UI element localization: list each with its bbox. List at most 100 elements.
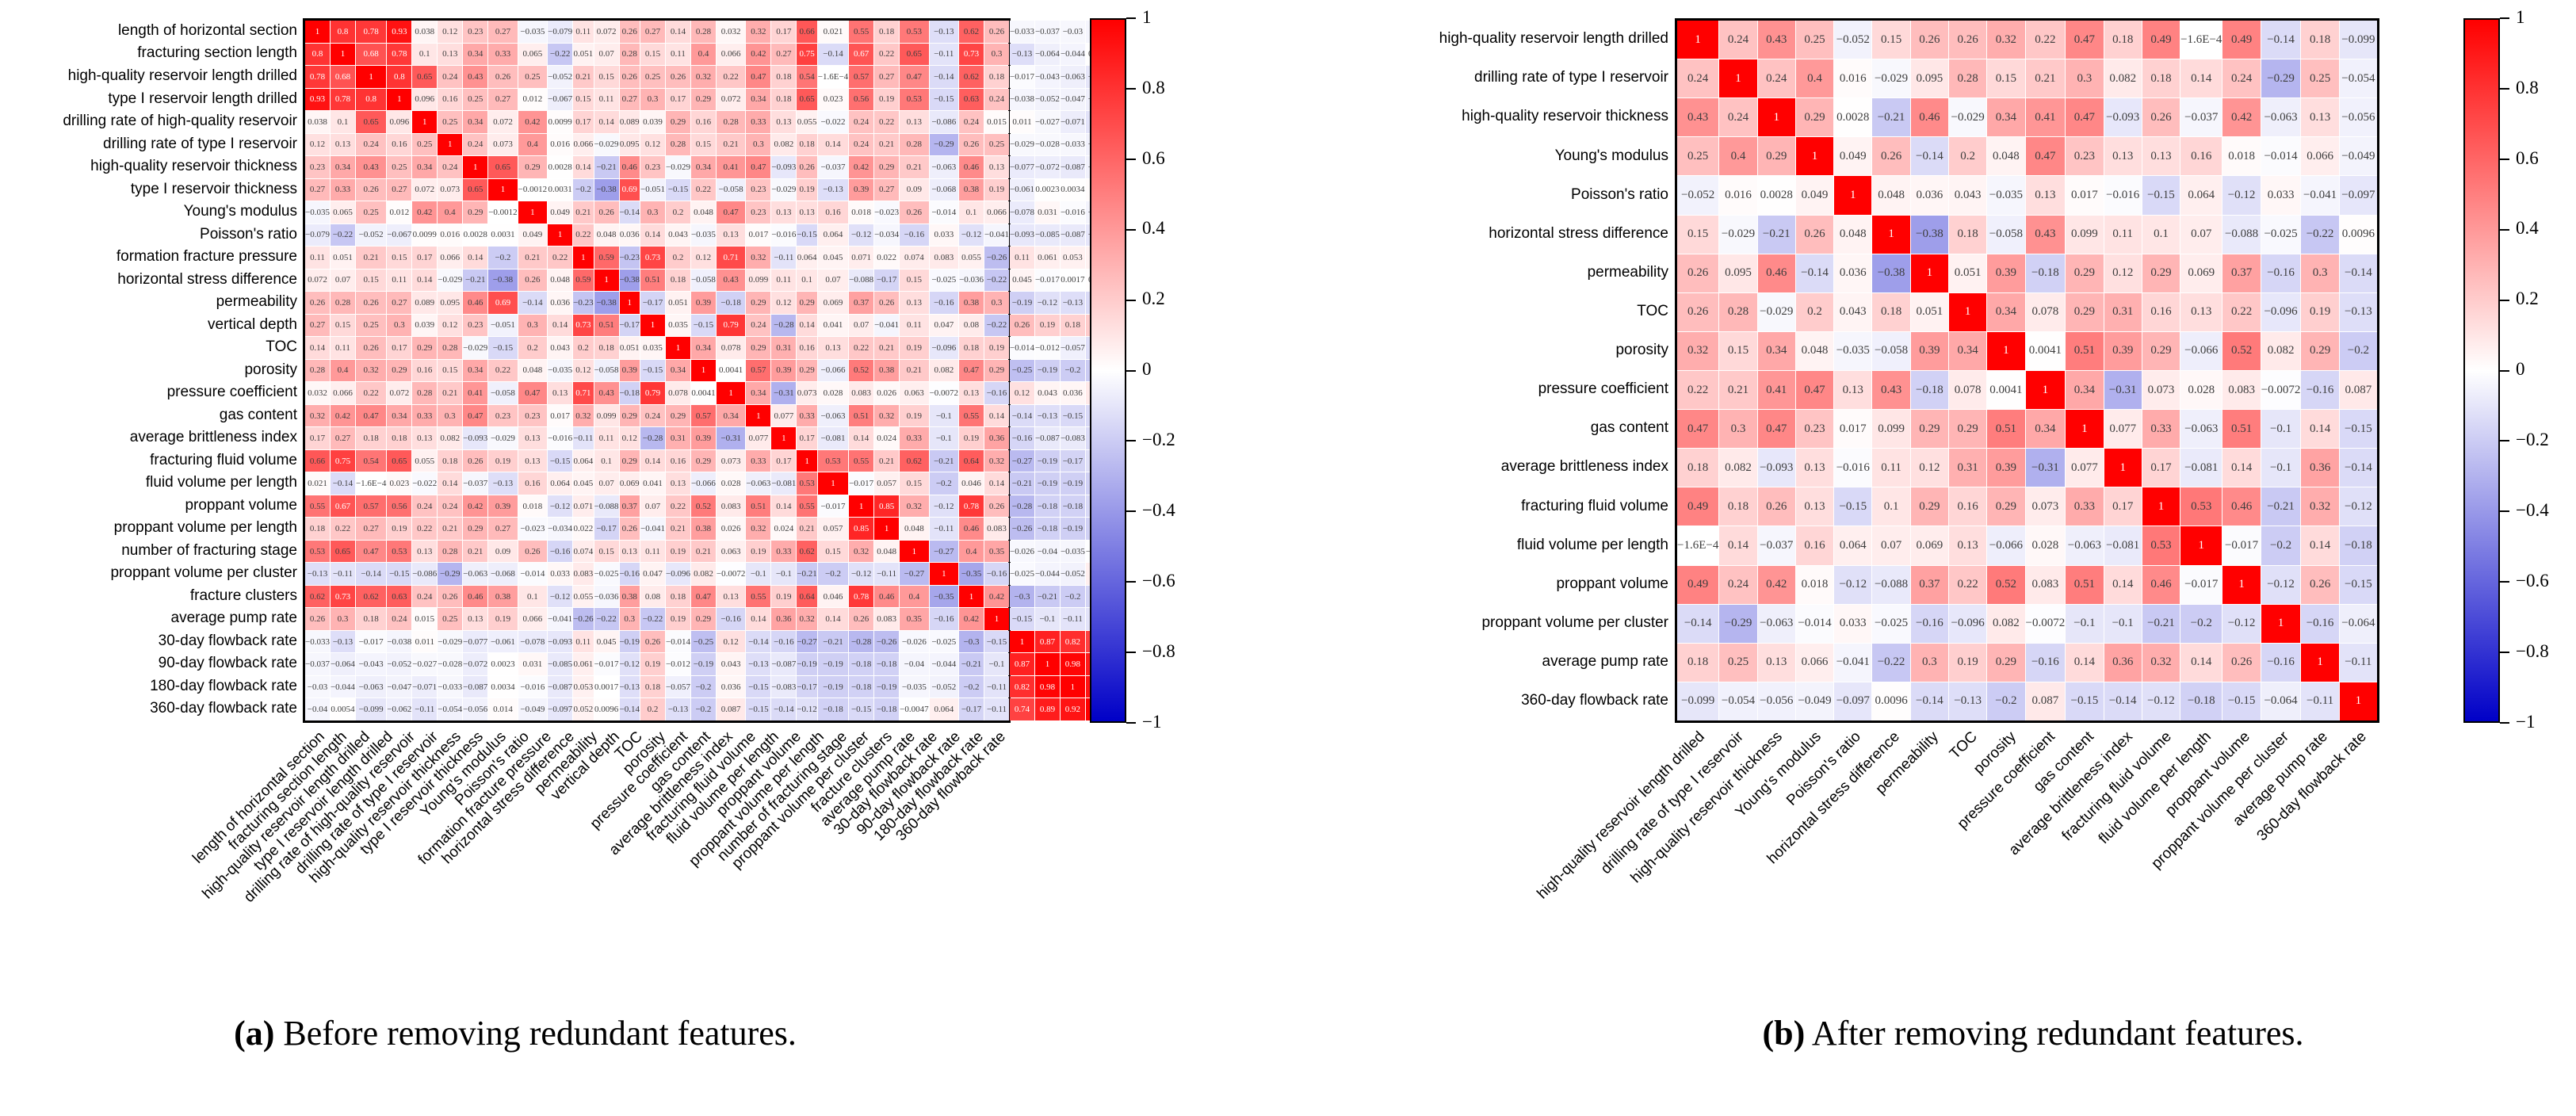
heatmap-a-cell: 0.55: [797, 495, 817, 518]
heatmap-a-cell: 0.064: [797, 247, 817, 269]
heatmap-b-cell: −0.14: [2339, 449, 2377, 487]
heatmap-b-cell: 0.22: [1949, 565, 1987, 604]
heatmap-a-cell: −0.0012: [488, 201, 518, 224]
heatmap-a-cell: −0.063: [1060, 66, 1085, 88]
heatmap-a-cell: −0.043: [1034, 66, 1060, 88]
heatmap-a-cell: 0.083: [874, 608, 900, 630]
heatmap-b-cell: 0.4: [1719, 137, 1757, 176]
heatmap-a-cell: 0.43: [463, 66, 488, 88]
heatmap-a-cell: 0.14: [849, 427, 874, 449]
heatmap-a-cell: 0.0017: [594, 675, 619, 698]
heatmap-a-cell: 0.22: [488, 359, 518, 382]
caption-a-text: Before removing redundant features.: [274, 1014, 797, 1053]
heatmap-a-cell: 0.055: [959, 247, 984, 269]
heatmap-a-cell: 0.12: [438, 314, 463, 337]
heatmap-a-cell: −0.26: [1010, 518, 1034, 540]
heatmap-b-cell: 0.15: [1987, 59, 2025, 98]
heatmap-a-cell: 0.31: [771, 337, 797, 359]
colorbar-b: [2463, 18, 2500, 723]
heatmap-b-cell: −0.041: [1834, 643, 1872, 682]
heatmap-b-cell: 0.4: [1795, 59, 1834, 98]
heatmap-a-cell: 0.18: [305, 518, 330, 540]
heatmap-a-cell: 0.26: [488, 66, 518, 88]
heatmap-b-cell: 0.29: [1757, 137, 1795, 176]
heatmap-b-cell: −0.063: [2066, 526, 2104, 565]
heatmap-a-cell: 0.21: [518, 247, 548, 269]
heatmap-a-cell: −0.081: [817, 427, 849, 449]
heatmap-a-cell: −0.18: [716, 292, 746, 314]
heatmap-a-cell: −0.19: [874, 675, 900, 698]
heatmap-a-cell: 0.18: [640, 675, 665, 698]
heatmap-b-cell: 0.29: [1910, 487, 1948, 526]
heatmap-a-cell: −0.093: [548, 630, 573, 653]
heatmap-a-cell: −0.26: [573, 608, 594, 630]
caption-a: (a) Before removing redundant features.: [44, 1013, 987, 1053]
heatmap-b-cell: −0.093: [1757, 449, 1795, 487]
heatmap-a-cell: 0.063: [900, 382, 929, 404]
heatmap-a-cell: −0.087: [1060, 156, 1085, 178]
heatmap-b-cell: 1: [1987, 331, 2025, 370]
colorbar-tick-label: 0.6: [2516, 147, 2539, 168]
heatmap-b-cell: 0.16: [1949, 487, 1987, 526]
heatmap-a-cell: −0.12: [849, 224, 874, 247]
heatmap-a-cell: 1: [849, 495, 874, 518]
heatmap-a-row-label: pressure coefficient: [166, 384, 297, 401]
heatmap-a-row-label: fluid volume per length: [145, 474, 297, 491]
heatmap-b-cell: 1: [2261, 604, 2301, 643]
heatmap-b-cell: −0.0072: [2261, 370, 2301, 410]
heatmap-a-cell: −0.041: [984, 224, 1009, 247]
heatmap-a-cell: 0.57: [746, 359, 771, 382]
heatmap-a-cell: −0.15: [488, 337, 518, 359]
heatmap-a-cell: 0.19: [665, 540, 690, 563]
heatmap-a-cell: 0.065: [330, 201, 355, 224]
heatmap-a-row-label: fracture clusters: [189, 587, 297, 604]
heatmap-a-cell: 0.13: [518, 449, 548, 472]
heatmap-b-cell: 0.19: [2301, 292, 2339, 331]
heatmap-a-cell: 0.42: [518, 111, 548, 133]
heatmap-a-cell: −0.13: [330, 630, 355, 653]
heatmap-a-cell: 0.16: [690, 111, 716, 133]
heatmap-a-cell: −0.028: [438, 653, 463, 675]
heatmap-a-cell: −0.061: [488, 630, 518, 653]
heatmap-a-cell: −0.03: [1060, 21, 1085, 43]
heatmap-a-cell: 0.12: [1010, 382, 1034, 404]
heatmap-b-cell: 0.43: [2025, 215, 2066, 254]
heatmap-a-cell: −0.054: [438, 698, 463, 720]
heatmap-a-cell: 0.13: [716, 585, 746, 608]
heatmap-b-cell: 1: [1949, 292, 1987, 331]
heatmap-a-cell: 0.34: [690, 337, 716, 359]
heatmap-a-cell: 0.24: [849, 133, 874, 156]
heatmap-a-cell: 0.46: [959, 156, 984, 178]
heatmap-a-cell: 0.16: [412, 359, 438, 382]
heatmap-b-cell: −0.12: [2222, 176, 2261, 215]
heatmap-b-cell: 0.073: [2025, 487, 2066, 526]
heatmap-a-cell: 0.048: [874, 540, 900, 563]
heatmap-a-cell: 0.25: [463, 88, 488, 111]
heatmap-a-cell: 0.18: [984, 66, 1009, 88]
heatmap-a-cell: −0.15: [640, 359, 665, 382]
heatmap-a-cell: −0.052: [1034, 88, 1060, 111]
heatmap-a-cell: −0.16: [716, 608, 746, 630]
heatmap-a-cell: −0.017: [1034, 269, 1060, 292]
heatmap-a-cell: 0.4: [518, 133, 548, 156]
heatmap-a-cell: 0.28: [438, 337, 463, 359]
heatmap-a-cell: 0.38: [874, 359, 900, 382]
heatmap-a-cell: 0.08: [959, 314, 984, 337]
heatmap-b-cell: −0.058: [1987, 215, 2025, 254]
heatmap-a-cell: 0.16: [438, 88, 463, 111]
heatmap-a-cell: 0.021: [305, 472, 330, 495]
heatmap-a-cell: −0.072: [1034, 156, 1060, 178]
heatmap-b-cell: 0.29: [2066, 254, 2104, 292]
heatmap-a-cell: −0.029: [438, 269, 463, 292]
heatmap-a-row-label: number of fracturing stage: [121, 541, 297, 559]
heatmap-a-cell: −0.22: [330, 224, 355, 247]
heatmap-a-cell: 0.25: [984, 133, 1009, 156]
heatmap-b-cell: 0.46: [1757, 254, 1795, 292]
heatmap-a-cell: −0.056: [463, 698, 488, 720]
heatmap-a-cell: −0.15: [746, 698, 771, 720]
heatmap-a-cell: −0.063: [746, 472, 771, 495]
heatmap-b-cell: −0.16: [2301, 370, 2339, 410]
heatmap-a-cell: −0.21: [463, 269, 488, 292]
heatmap-b-cell: 0.2: [1795, 292, 1834, 331]
heatmap-a-cell: 0.47: [690, 585, 716, 608]
